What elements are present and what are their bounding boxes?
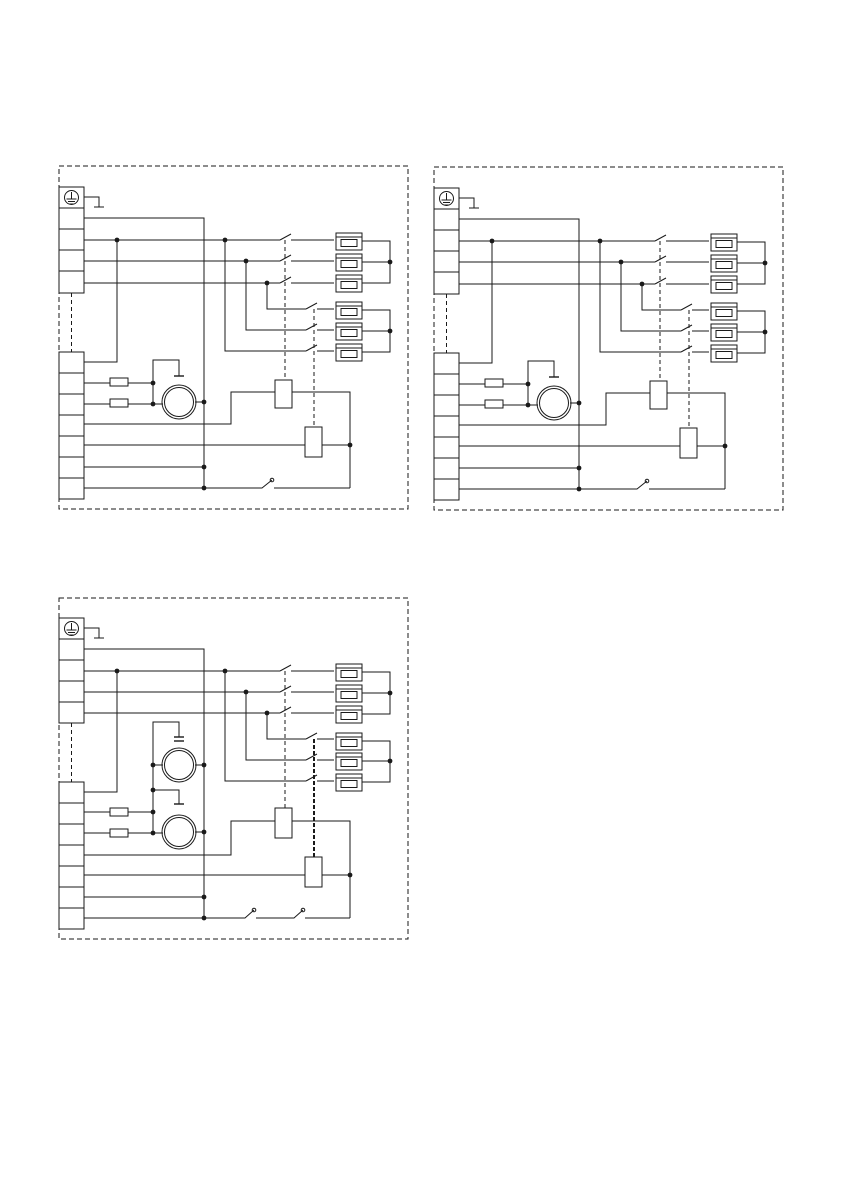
wiring-diagram-1	[59, 166, 408, 509]
wiring-diagram-3	[59, 598, 408, 939]
wiring-diagram-2	[434, 167, 783, 510]
